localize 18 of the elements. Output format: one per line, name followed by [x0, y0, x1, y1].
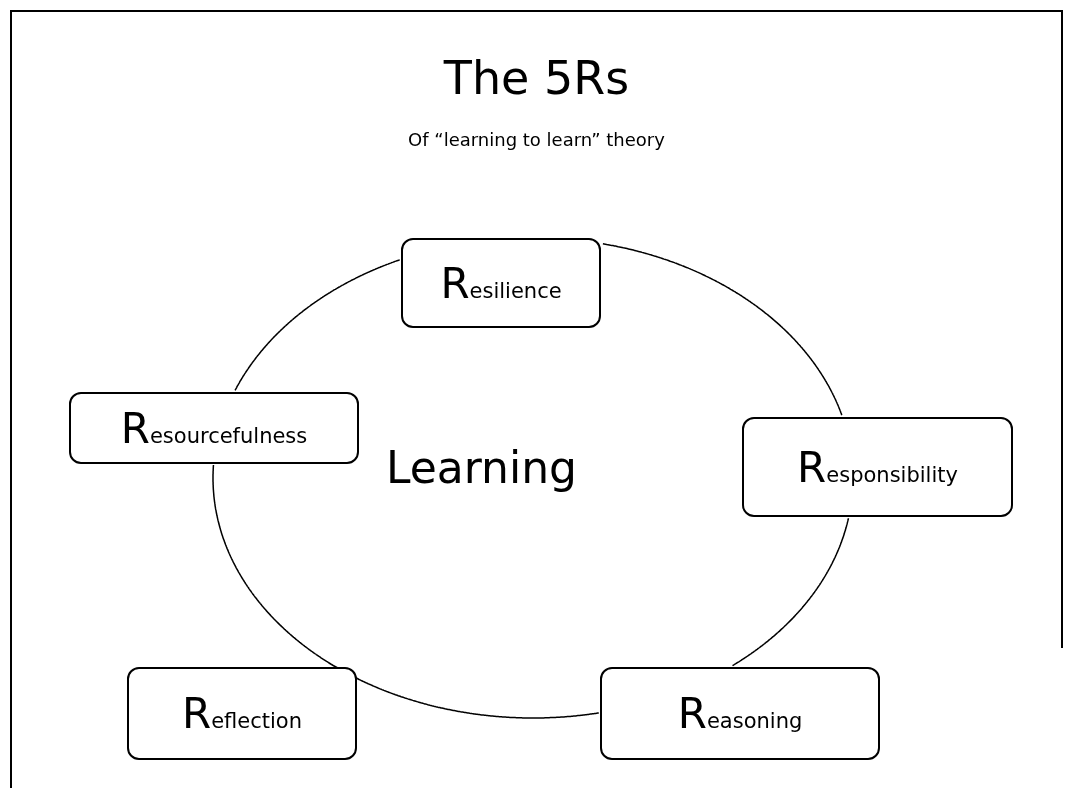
rounded-box: [742, 417, 1013, 517]
cycle-arc: [234, 259, 401, 392]
box-label: Resourcefulness: [120, 402, 308, 455]
cycle-arc: [602, 243, 843, 416]
box-label: Reasoning: [677, 688, 803, 740]
box-label: Reflection: [182, 688, 302, 740]
rounded-box: [127, 667, 357, 760]
subtitle: Of “learning to learn” theory: [408, 128, 665, 152]
rounded-box: [600, 667, 880, 760]
title: The 5Rs: [443, 50, 630, 107]
rounded-box: [401, 238, 601, 328]
box-label: Responsibility: [797, 441, 958, 494]
cycle-arc: [212, 464, 317, 655]
center-label: Learning: [386, 441, 578, 495]
box-label: Resilience: [440, 257, 562, 310]
rounded-box: [69, 392, 359, 464]
cycle-arc: [314, 653, 600, 719]
cycle-arc: [731, 517, 850, 667]
